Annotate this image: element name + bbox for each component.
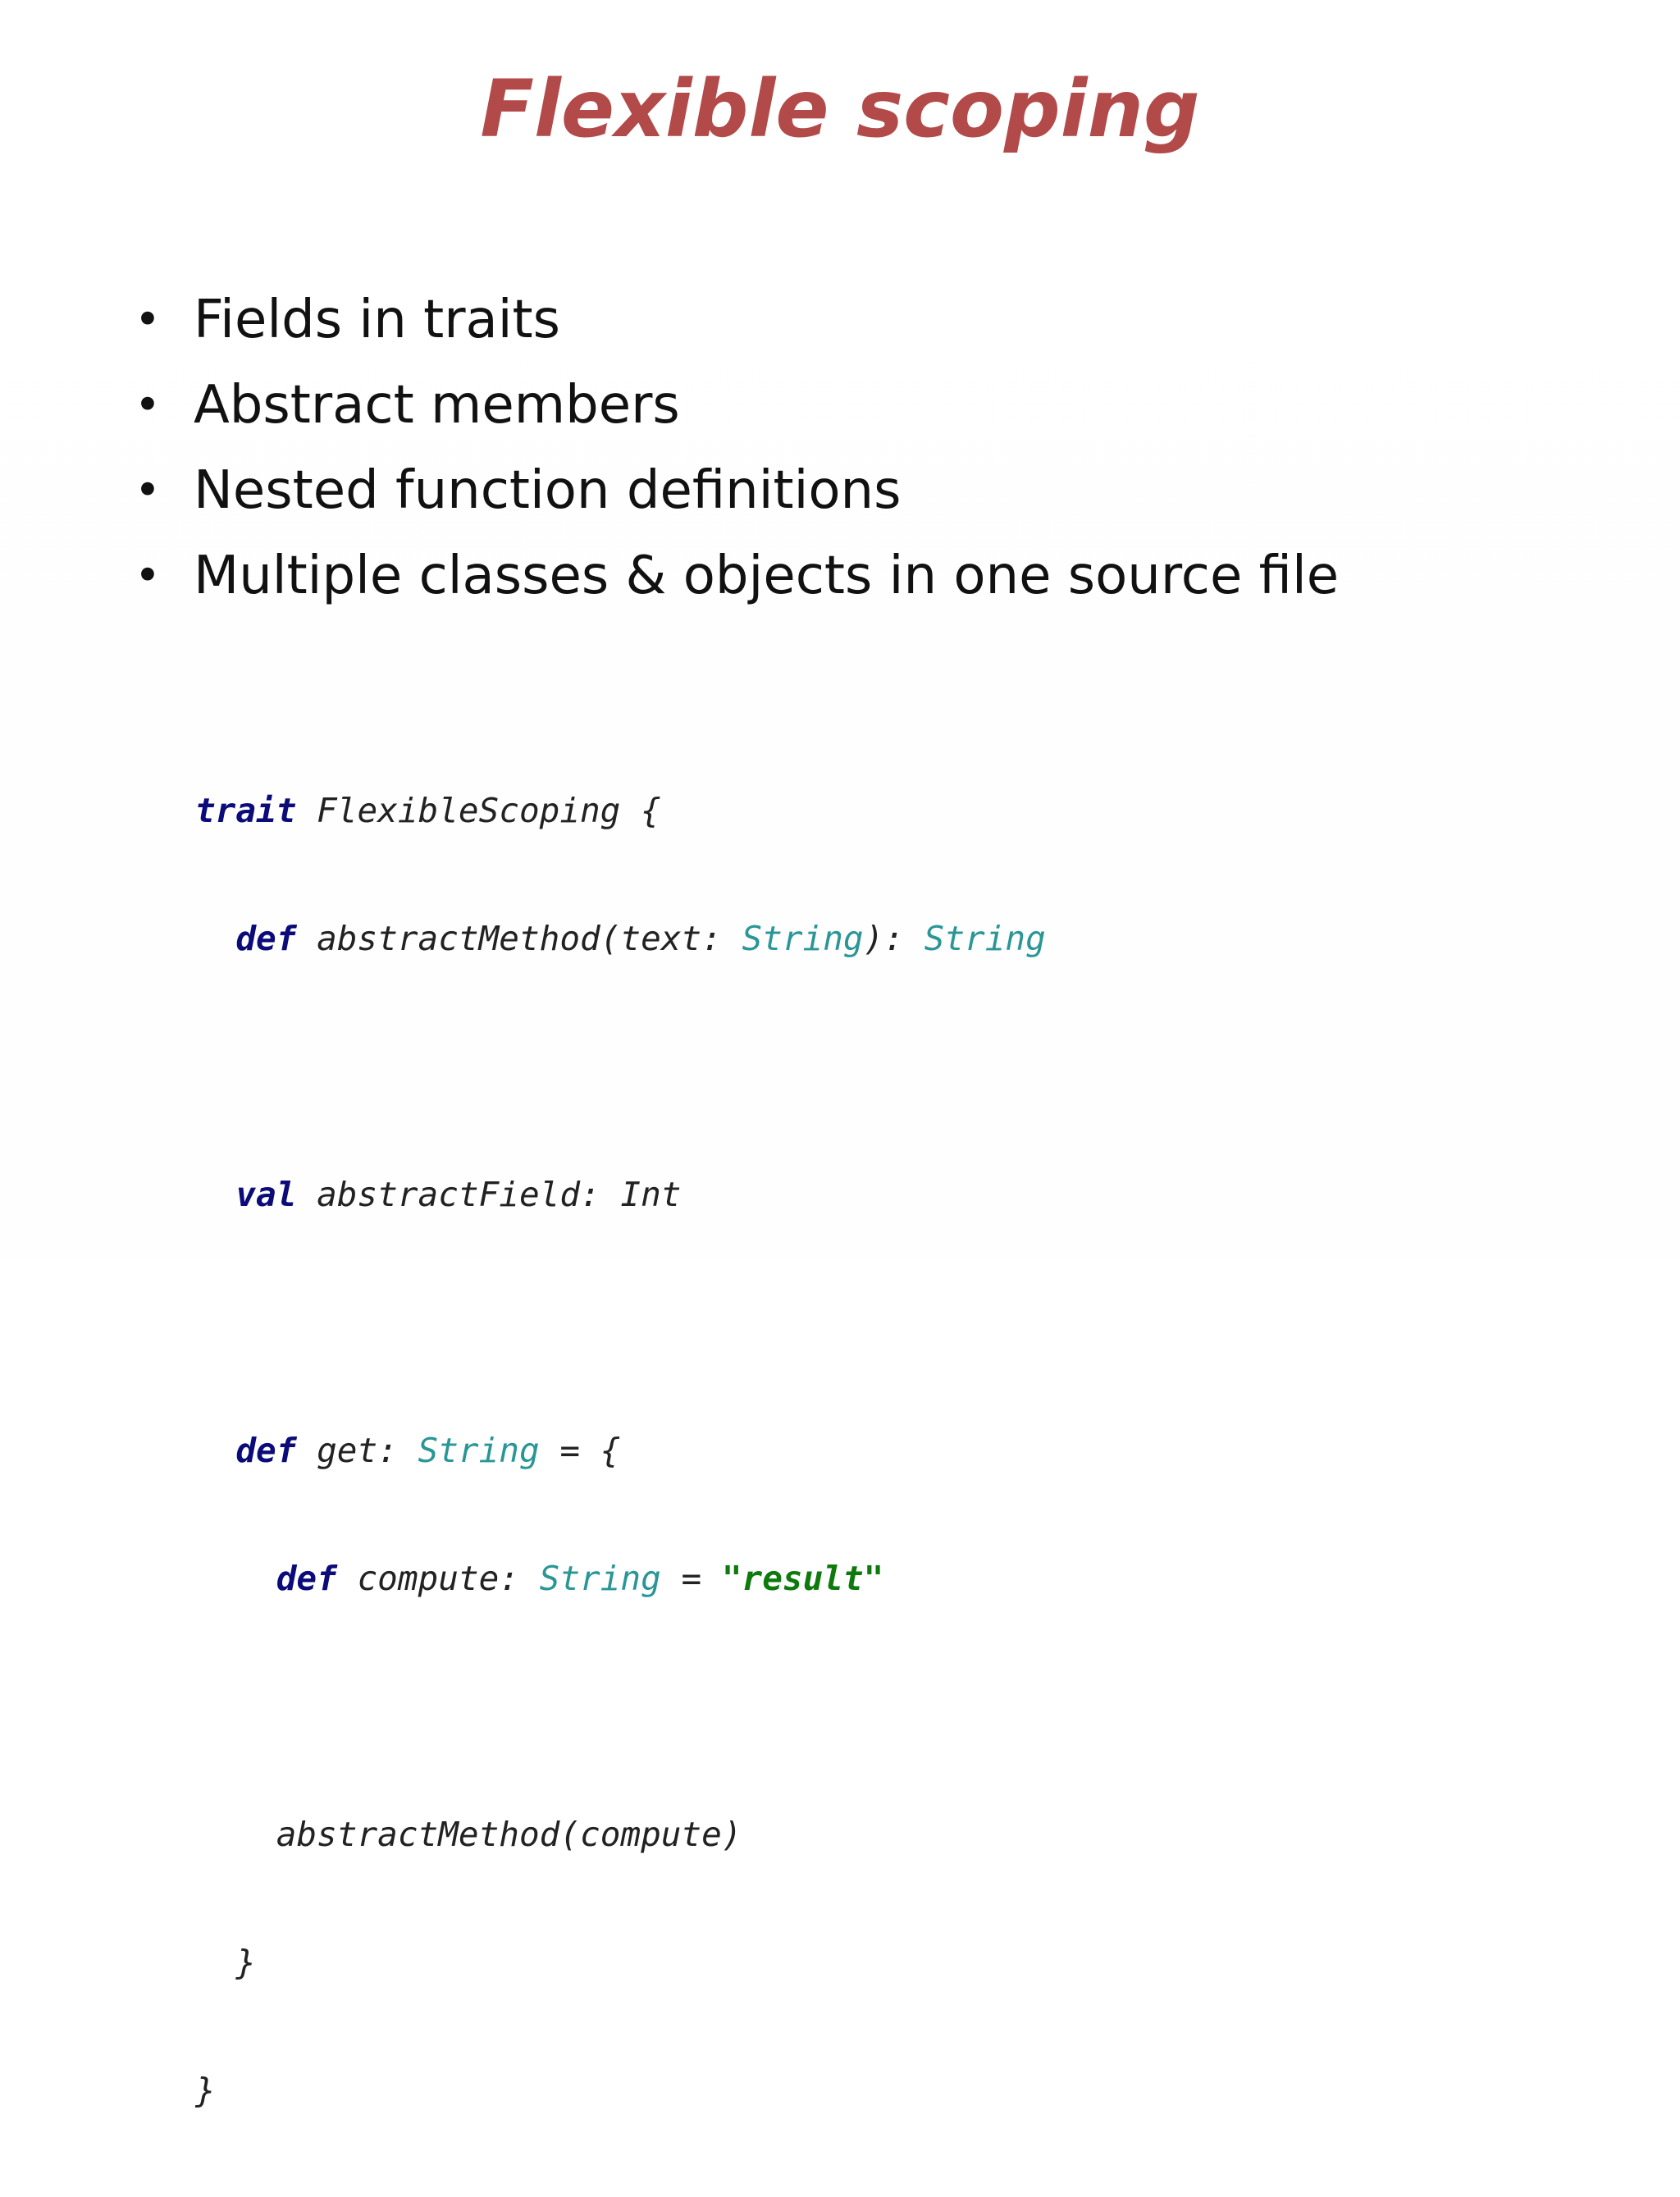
code-line-blank	[195, 1301, 1046, 1344]
bullet-dot-icon: •	[135, 464, 161, 516]
slide: Flexible scoping • Fields in traits • Ab…	[0, 0, 1680, 2110]
code-text: = {	[539, 1431, 621, 1470]
code-indent	[195, 1815, 276, 1854]
code-line: }	[195, 1941, 1046, 1984]
bullet-item: • Abstract members	[130, 363, 1339, 448]
code-block: trait FlexibleScoping { def abstractMeth…	[195, 704, 1046, 2197]
bullet-text: Nested function definitions	[194, 460, 902, 521]
code-type: String	[924, 919, 1046, 958]
code-text: compute:	[336, 1559, 540, 1598]
code-line: def abstractMethod(text: String): String	[195, 917, 1046, 960]
bullet-text: Abstract members	[194, 375, 680, 436]
code-type: String	[539, 1559, 661, 1598]
code-text: abstractMethod(compute)	[276, 1815, 742, 1854]
code-keyword: def	[235, 1431, 297, 1470]
code-text: abstractMethod(text:	[296, 919, 742, 958]
code-keyword: def	[276, 1559, 337, 1598]
code-line: val abstractField: Int	[195, 1173, 1046, 1216]
code-string: "result"	[721, 1559, 884, 1598]
bullet-item: • Multiple classes & objects in one sour…	[130, 533, 1339, 619]
bullet-dot-icon: •	[135, 550, 161, 601]
code-line: }	[195, 2069, 1046, 2112]
code-text: get:	[296, 1431, 418, 1470]
bullet-item: • Nested function definitions	[130, 448, 1339, 533]
bullet-dot-icon: •	[135, 379, 161, 431]
bullet-text: Multiple classes & objects in one source…	[194, 546, 1340, 606]
code-keyword: val	[235, 1175, 297, 1214]
code-indent	[195, 919, 235, 958]
code-type: String	[742, 919, 864, 958]
code-indent	[195, 1175, 235, 1214]
code-line: abstractMethod(compute)	[195, 1813, 1046, 1856]
code-line-blank	[195, 1045, 1046, 1088]
code-indent	[195, 1943, 235, 1982]
code-text: abstractField: Int	[296, 1175, 682, 1214]
code-indent	[195, 1431, 235, 1470]
code-indent	[195, 1559, 276, 1598]
code-text: }	[235, 1943, 257, 1982]
bullet-dot-icon: •	[135, 294, 161, 345]
code-keyword: trait	[195, 791, 297, 830]
code-line: def get: String = {	[195, 1429, 1046, 1472]
code-text: ):	[863, 919, 924, 958]
code-keyword: def	[235, 919, 297, 958]
code-type: String	[418, 1431, 540, 1470]
code-line-blank	[195, 1685, 1046, 1728]
slide-title: Flexible scoping	[480, 63, 1200, 155]
bullet-item: • Fields in traits	[130, 277, 1339, 363]
code-line: trait FlexibleScoping {	[195, 789, 1046, 832]
code-line: def compute: String = "result"	[195, 1557, 1046, 1600]
bullet-text: Fields in traits	[194, 290, 560, 350]
code-text: }	[195, 2071, 216, 2110]
code-text: =	[660, 1559, 722, 1598]
bullet-list: • Fields in traits • Abstract members • …	[130, 277, 1339, 619]
code-text: FlexibleScoping {	[296, 791, 661, 830]
